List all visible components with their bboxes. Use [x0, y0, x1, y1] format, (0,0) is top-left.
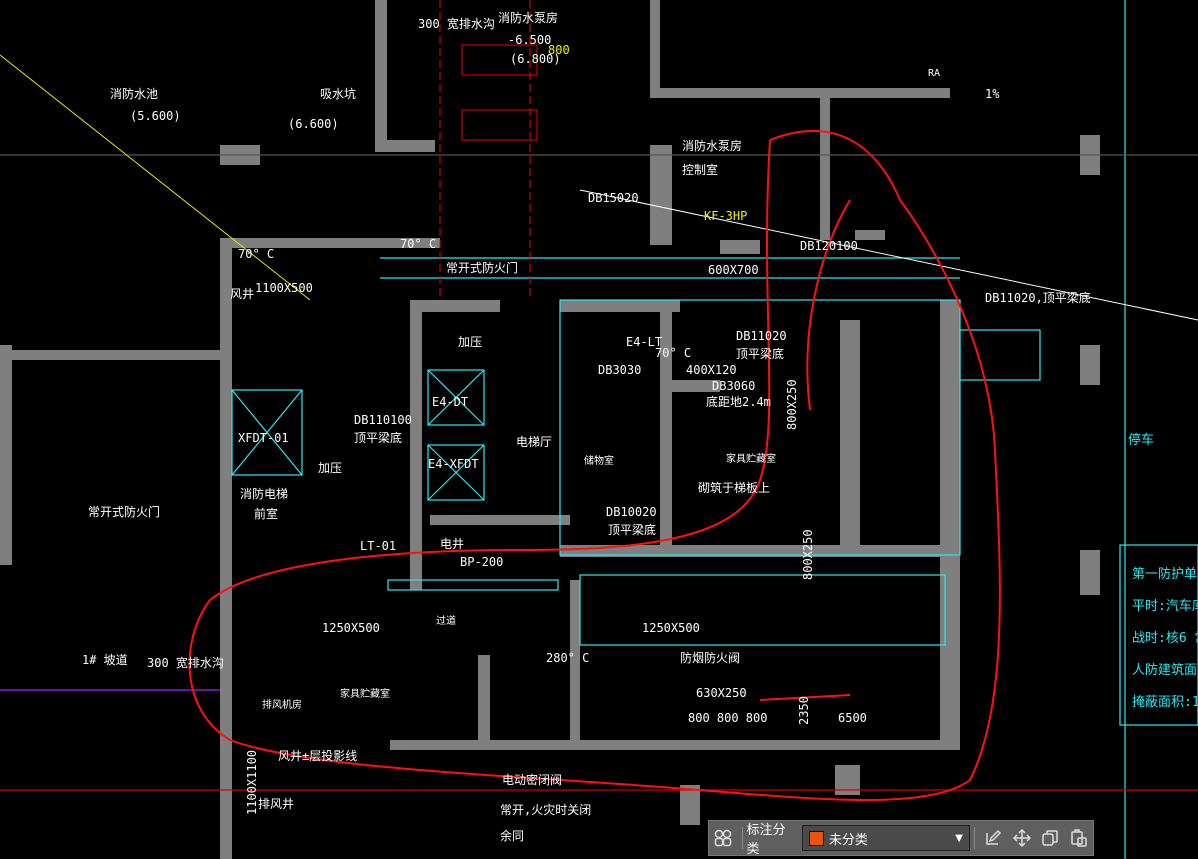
label: DB10020: [606, 505, 657, 519]
label: 70° C: [400, 237, 436, 251]
label: 6500: [838, 711, 867, 725]
walls: [0, 0, 1100, 859]
label: 常开式防火门: [88, 504, 160, 519]
label: DB11020,顶平梁底: [985, 290, 1091, 305]
label: -6.500: [508, 33, 551, 47]
label: 停车: [1128, 432, 1154, 448]
label: 1100X1100: [245, 750, 259, 815]
label: 800X250: [785, 379, 799, 430]
panel-line: 平时:汽车库: [1132, 598, 1198, 614]
panel-line: 掩蔽面积:1400平: [1132, 695, 1198, 710]
label: (5.600): [130, 109, 181, 123]
annotation-toolbar: 标注分类 未分类 ▼: [708, 820, 1094, 857]
move-icon[interactable]: [1007, 823, 1036, 853]
label: E4-DT: [432, 395, 468, 409]
label: 消防电梯: [240, 486, 288, 501]
panel-line: 人防建筑面积: [1132, 662, 1198, 678]
label: 储物室: [584, 454, 614, 467]
label: 余同: [500, 828, 524, 843]
chevron-down-icon: ▼: [955, 832, 963, 844]
label: 280° C: [546, 651, 589, 665]
panel-line: 第一防护单元: [1132, 566, 1198, 582]
label: 1250X500: [642, 621, 700, 635]
label: (6.600): [288, 117, 339, 131]
label: 电井: [440, 537, 464, 551]
label: (6.800): [510, 52, 561, 66]
grid-apps-icon[interactable]: [709, 823, 738, 853]
label: BP-200: [460, 555, 503, 569]
label: E4-LT: [626, 335, 662, 349]
label: 300 宽排水沟: [147, 655, 224, 670]
label: 家具贮藏室: [340, 687, 390, 700]
label: 2350: [797, 696, 811, 725]
label: 顶平梁底: [736, 346, 784, 361]
label: 加压: [318, 461, 342, 475]
label: 1%: [985, 87, 1000, 101]
label: 排风井: [258, 797, 294, 811]
label: 70° C: [238, 247, 274, 261]
label: 顶平梁底: [608, 522, 656, 537]
markup-freehand-loop: [188, 129, 1001, 801]
paste-icon[interactable]: [1064, 823, 1093, 853]
label: 排风机房: [262, 698, 302, 711]
label: 防烟防火阀: [680, 650, 740, 665]
label: 风井±层投影线: [278, 748, 357, 763]
label: 砌筑于梯板上: [698, 480, 770, 495]
label: 吸水坑: [320, 86, 356, 101]
label: LT-01: [360, 539, 396, 553]
label: 600X700: [708, 263, 759, 277]
label: 过道: [436, 614, 456, 627]
divider: [973, 827, 975, 849]
label: 加压: [458, 335, 482, 349]
label: 800: [548, 43, 570, 57]
label: 底距地2.4m: [706, 394, 771, 409]
category-label: 标注分类: [746, 823, 786, 857]
copy-icon[interactable]: [1036, 823, 1065, 853]
label: DB15020: [588, 191, 639, 205]
label: 风井: [230, 287, 254, 301]
label: 800 800 800: [688, 711, 767, 725]
label: XFDT-01: [238, 431, 289, 445]
divider: [741, 827, 743, 849]
label: 常开,火灾时关闭: [500, 802, 591, 817]
label: 消防水泵房: [682, 138, 742, 153]
label: 控制室: [682, 162, 718, 177]
label: DB110100: [354, 413, 412, 427]
label: 1# 坡道: [82, 653, 128, 667]
info-panel: 第一防护单元 平时:汽车库 战时:核6 常6 人防建筑面积 掩蔽面积:1400平: [1132, 566, 1198, 710]
label: 常开式防火门: [446, 260, 518, 275]
red-lines: [0, 0, 1198, 321]
label: DB120100: [800, 239, 858, 253]
label: 顶平梁底: [354, 430, 402, 445]
panel-line: 战时:核6 常6: [1132, 631, 1198, 646]
label: E4-XFDT: [428, 457, 479, 471]
label: 电梯厅: [516, 435, 552, 449]
label: 1100X500: [255, 281, 313, 295]
label: 400X120: [686, 363, 737, 377]
category-selected: 未分类: [828, 832, 868, 848]
label: DB3060: [712, 379, 755, 393]
label: 前室: [254, 506, 278, 521]
edit-icon[interactable]: [979, 823, 1008, 853]
label: 1250X500: [322, 621, 380, 635]
label: DB11020: [736, 329, 787, 343]
label: 电动密闭阀: [502, 772, 562, 787]
label: 消防水泵房: [498, 10, 558, 25]
label: DB3030: [598, 363, 641, 377]
label: 630X250: [696, 686, 747, 700]
label: 消防水池: [110, 86, 158, 101]
markup-underline: [759, 694, 851, 701]
category-select[interactable]: 未分类 ▼: [801, 825, 970, 851]
label: 800X250: [801, 529, 815, 580]
label: 家具贮藏室: [726, 452, 776, 465]
label: KF-3HP: [704, 209, 747, 223]
category-color-swatch: [808, 830, 824, 846]
label: RA: [928, 68, 940, 79]
drawing-labels: 消防水泵房 300 宽排水沟 -6.500 (6.800) 800 消防水池 (…: [82, 10, 1154, 843]
label: 70° C: [655, 346, 691, 360]
label: 300 宽排水沟: [418, 16, 495, 31]
